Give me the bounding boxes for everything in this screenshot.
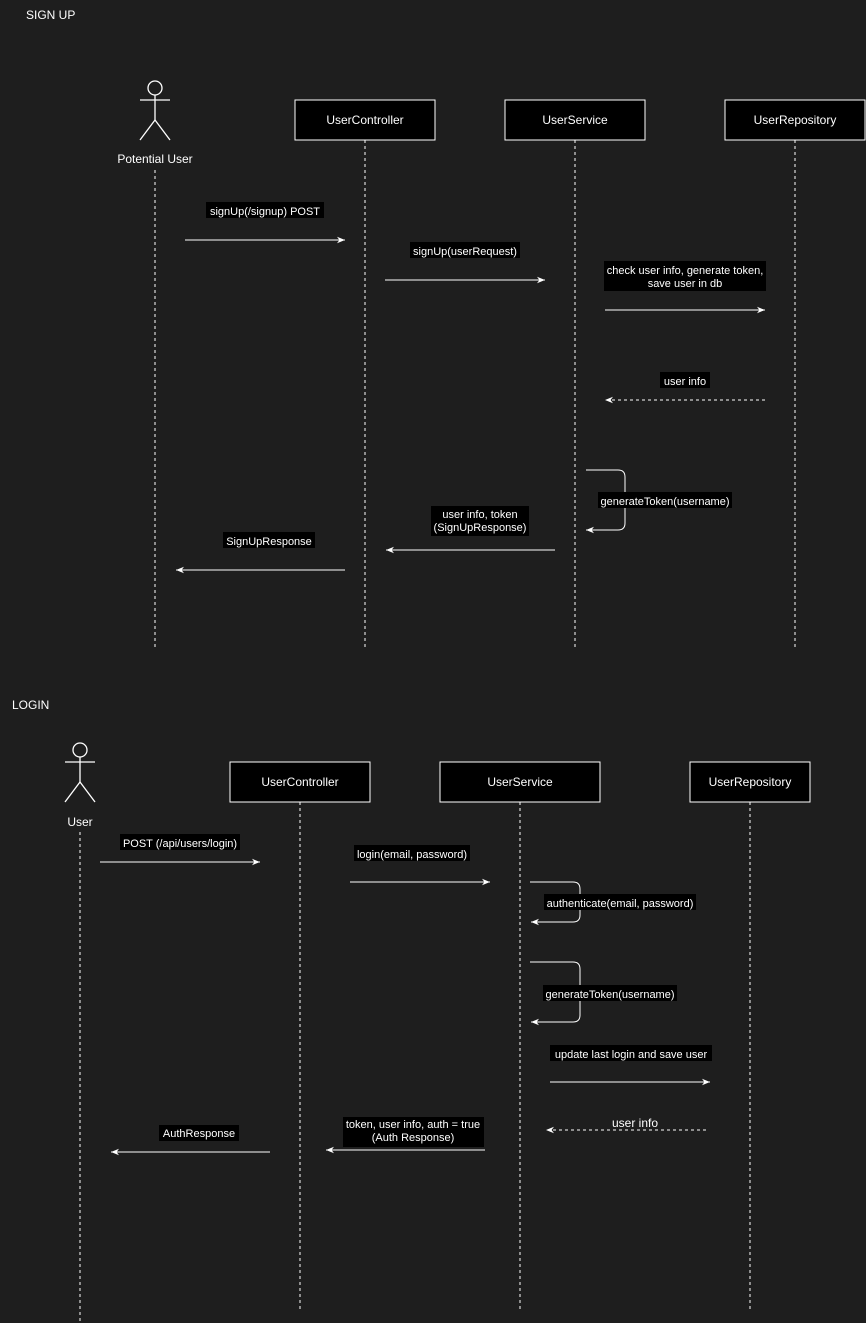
signup-usercontroller-box bbox=[294, 99, 436, 141]
signup-usercontroller-label: UserController bbox=[326, 113, 403, 127]
signup-userrepository-box bbox=[724, 99, 866, 141]
login-msg-5-label: update last login and save user bbox=[555, 1049, 708, 1061]
login-msg-2-label: login(email, password) bbox=[357, 849, 467, 861]
login-msg-7-label-line1: token, user info, auth = true bbox=[346, 1119, 480, 1131]
login-section-title: LOGIN bbox=[12, 698, 49, 712]
signup-msg-2-label: signUp(userRequest) bbox=[413, 246, 517, 258]
signup-diagram: SIGN UP Potential User UserController Us… bbox=[26, 8, 866, 650]
login-usercontroller-box bbox=[229, 761, 371, 803]
login-userrepository-label: UserRepository bbox=[709, 775, 792, 789]
login-userrepository-box bbox=[689, 761, 811, 803]
signup-msg-3-label-line1: check user info, generate token, bbox=[607, 265, 764, 277]
signup-msg-6-label-line2: (SignUpResponse) bbox=[434, 522, 527, 534]
signup-actor-figure bbox=[139, 80, 171, 141]
login-msg-4-label: generateToken(username) bbox=[545, 989, 674, 1001]
signup-section-title: SIGN UP bbox=[26, 8, 75, 22]
signup-actor-label: Potential User bbox=[117, 152, 192, 166]
login-userservice-label: UserService bbox=[487, 775, 553, 789]
login-diagram: LOGIN User UserController UserService Us… bbox=[12, 698, 811, 1323]
signup-userservice-label: UserService bbox=[542, 113, 608, 127]
signup-userrepository-label: UserRepository bbox=[754, 113, 837, 127]
login-msg-8-label: AuthResponse bbox=[163, 1128, 235, 1140]
login-userservice-box bbox=[439, 761, 601, 803]
signup-msg-5-label: generateToken(username) bbox=[600, 496, 729, 508]
login-actor-label: User bbox=[67, 815, 92, 829]
login-msg-6-label: user info bbox=[612, 1116, 658, 1130]
signup-msg-3-label-line2: save user in db bbox=[648, 278, 723, 290]
signup-msg-7-label: SignUpResponse bbox=[226, 536, 312, 548]
login-usercontroller-label: UserController bbox=[261, 775, 338, 789]
signup-userservice-box bbox=[504, 99, 646, 141]
signup-msg-4-label: user info bbox=[664, 376, 706, 388]
login-actor-figure bbox=[64, 742, 96, 803]
signup-msg-6-label-line1: user info, token bbox=[442, 509, 517, 521]
login-msg-7-label-line2: (Auth Response) bbox=[372, 1132, 455, 1144]
login-msg-3-label: authenticate(email, password) bbox=[547, 898, 694, 910]
signup-msg-1-label: signUp(/signup) POST bbox=[210, 206, 320, 218]
login-msg-1-label: POST (/api/users/login) bbox=[123, 838, 237, 850]
